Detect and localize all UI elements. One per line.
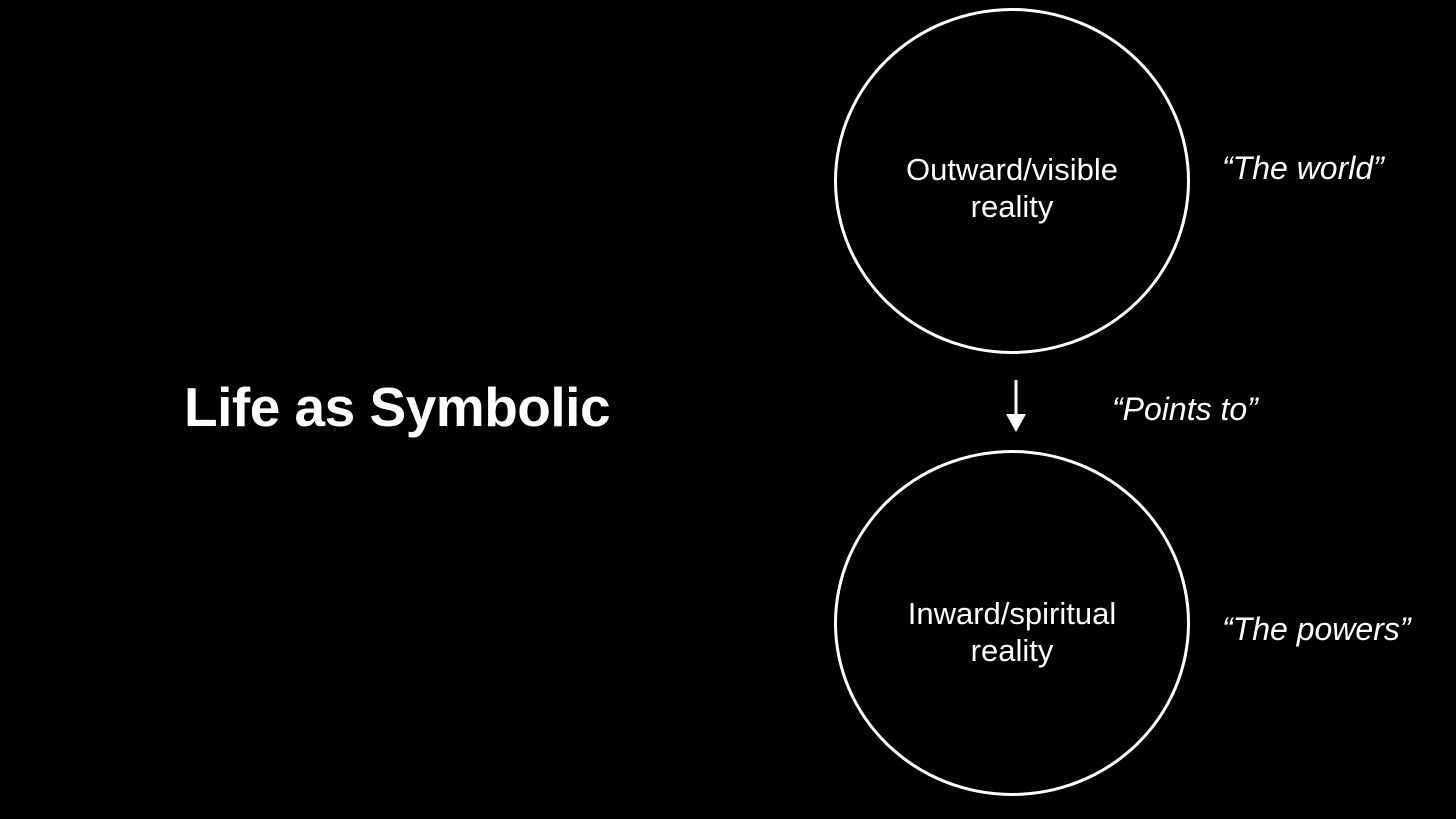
inward-reality-label: Inward/spiritual reality <box>837 595 1187 669</box>
the-powers-label: “The powers” <box>1222 611 1411 647</box>
arrow-down-icon <box>1006 380 1026 432</box>
points-to-label: “Points to” <box>1112 391 1258 427</box>
outward-reality-label: Outward/visible reality <box>837 151 1187 225</box>
the-world-label: “The world” <box>1222 150 1384 186</box>
outward-reality-label-line1: Outward/visible <box>906 152 1118 187</box>
inward-reality-label-line1: Inward/spiritual <box>907 596 1117 631</box>
outward-reality-label-line2: reality <box>970 189 1054 224</box>
outward-reality-circle: Outward/visible reality <box>834 8 1190 354</box>
slide-title: Life as Symbolic <box>184 376 611 438</box>
inward-reality-label-line2: reality <box>970 633 1054 668</box>
inward-reality-circle: Inward/spiritual reality <box>834 450 1190 796</box>
